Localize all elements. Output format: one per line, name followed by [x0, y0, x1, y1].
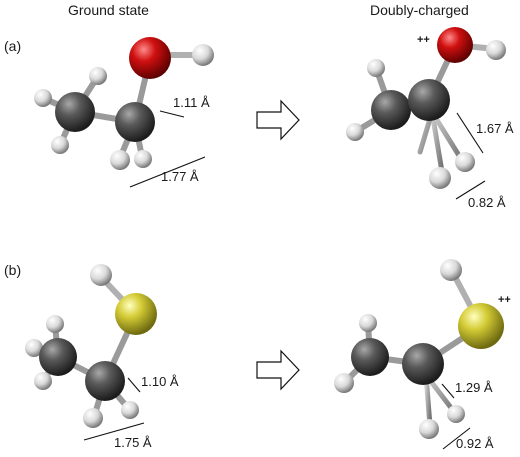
hydrogen-atom: [346, 123, 364, 141]
hydrogen-atom: [367, 59, 385, 77]
carbon-atom: [408, 79, 450, 121]
molecule-a-ground: [34, 37, 214, 170]
oxygen-atom: [437, 27, 473, 63]
sulfur-atom: [458, 303, 504, 349]
carbon-atom: [39, 338, 77, 376]
hydrogen-atom: [134, 150, 152, 168]
hydrogen-atom: [89, 67, 107, 85]
panel-label-b: (b): [4, 262, 21, 278]
dimension-line: [129, 156, 206, 188]
charge-label-a: ++: [417, 34, 430, 46]
carbon-atom: [85, 361, 125, 401]
hydrogen-atom: [34, 372, 52, 390]
hydrogen-atom: [429, 167, 451, 189]
hydrogen-atom: [334, 373, 354, 393]
bond-length-b-ground-2: 1.75 Å: [114, 435, 152, 450]
carbon-atom: [55, 92, 95, 132]
dimension-line: [127, 377, 141, 393]
transition-arrow-b: [256, 349, 300, 391]
hydrogen-atom: [83, 408, 103, 428]
molecule-b-charged: [334, 259, 504, 439]
dimension-line: [456, 112, 484, 154]
hydrogen-atom: [359, 314, 377, 332]
hydrogen-atom: [34, 89, 52, 107]
hydrogen-atom: [486, 40, 506, 60]
transition-arrow-a: [256, 99, 300, 141]
panel-label-a: (a): [4, 38, 21, 54]
dimension-line: [455, 180, 486, 200]
hydrogen-atom: [455, 152, 475, 172]
carbon-atom: [402, 343, 444, 385]
carbon-atom: [371, 90, 411, 130]
hydrogen-atom: [440, 259, 462, 281]
bond-length-b-charged-1: 1.29 Å: [455, 380, 493, 395]
bond-length-b-ground-1: 1.10 Å: [141, 374, 179, 389]
header-ground-state: Ground state: [68, 2, 149, 18]
dimension-line: [159, 110, 185, 118]
dimension-line: [83, 422, 145, 441]
bond-length-a-ground-2: 1.77 Å: [161, 169, 199, 184]
bond-length-a-ground-1: 1.11 Å: [173, 95, 210, 110]
bond-length-b-charged-2: 0.92 Å: [456, 436, 494, 451]
hydrogen-atom: [192, 44, 214, 66]
bond-length-a-charged-1: 1.67 Å: [476, 121, 514, 136]
hydrogen-atom: [51, 136, 69, 154]
charge-label-b: ++: [498, 294, 511, 306]
sulfur-atom: [115, 293, 157, 335]
hydrogen-atom: [25, 339, 43, 357]
dimension-line: [441, 383, 455, 399]
bond-length-a-charged-2: 0.82 Å: [468, 195, 506, 210]
carbon-atom: [115, 102, 155, 142]
header-doubly-charged: Doubly-charged: [370, 2, 469, 18]
carbon-atom: [351, 338, 389, 376]
hydrogen-atom: [121, 401, 139, 419]
hydrogen-atom: [90, 264, 112, 286]
hydrogen-atom: [447, 405, 465, 423]
hydrogen-atom: [46, 315, 64, 333]
dimension-line: [442, 427, 471, 450]
oxygen-atom: [129, 37, 171, 79]
hydrogen-atom: [419, 419, 439, 439]
molecule-a-charged: [346, 27, 506, 189]
molecule-b-ground: [25, 264, 157, 428]
hydrogen-atom: [110, 150, 130, 170]
